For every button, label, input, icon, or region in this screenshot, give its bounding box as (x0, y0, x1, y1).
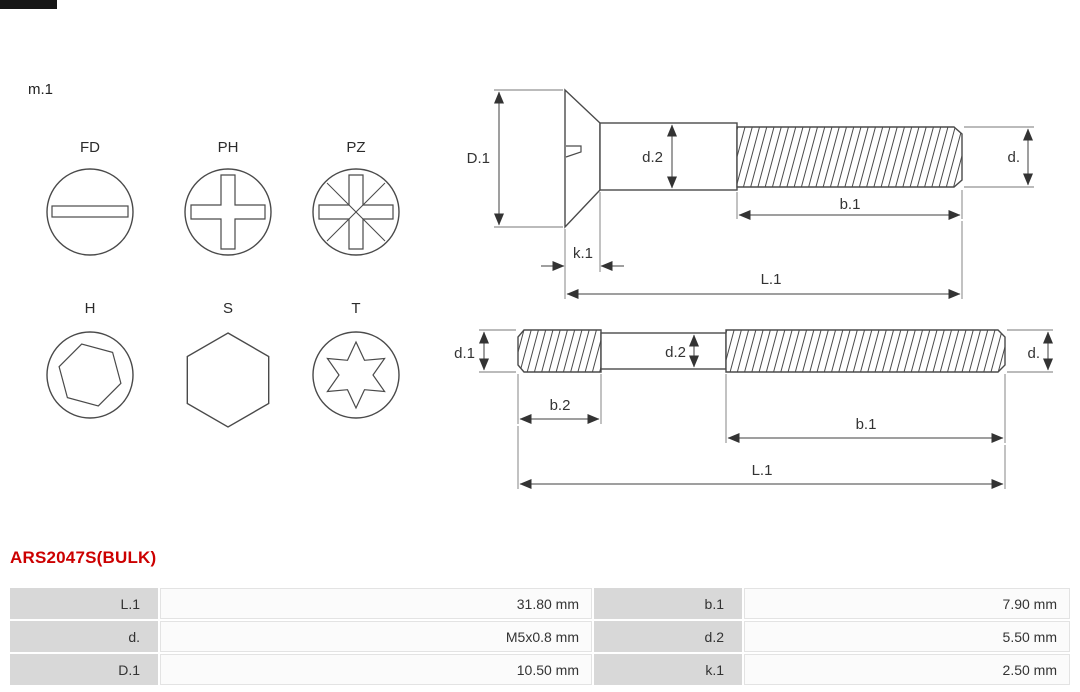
spec-row: d. M5x0.8 mm d.2 5.50 mm (10, 621, 1070, 652)
spec-value: 2.50 mm (744, 654, 1070, 685)
dim-label-bottom-d: d. (1027, 345, 1040, 362)
dim-label-top-d2: d.2 (642, 149, 663, 166)
dim-label-bottom-L1: L.1 (752, 462, 773, 479)
spec-value: 7.90 mm (744, 588, 1070, 619)
drive-icon-h: H (46, 300, 134, 419)
spec-key: k.1 (594, 654, 742, 685)
torx-icon (312, 331, 400, 419)
drive-icon-pz: PZ (312, 139, 400, 256)
drive-icon-fd-label: FD (80, 139, 100, 156)
hex-head-icon (186, 332, 270, 428)
spec-key: d.2 (594, 621, 742, 652)
drive-icon-s-label: S (223, 300, 233, 317)
spec-key: b.1 (594, 588, 742, 619)
spec-key: L.1 (10, 588, 158, 619)
drive-icon-h-label: H (85, 300, 96, 317)
dim-label-bottom-d1: d.1 (454, 345, 475, 362)
dim-label-top-D1: D.1 (467, 150, 490, 167)
dim-label-bottom-b2: b.2 (550, 397, 571, 414)
dim-label-top-k1: k.1 (573, 245, 593, 262)
spec-value: 10.50 mm (160, 654, 592, 685)
dim-label-top-b1: b.1 (840, 196, 861, 213)
spec-row: L.1 31.80 mm b.1 7.90 mm (10, 588, 1070, 619)
spec-row: D.1 10.50 mm k.1 2.50 mm (10, 654, 1070, 685)
drive-icon-t-label: T (351, 300, 360, 317)
spec-key: D.1 (10, 654, 158, 685)
countersunk-screw-drawing: D.1 d.2 d. b.1 k.1 L.1 (467, 88, 1034, 299)
drive-icon-t: T (312, 300, 400, 419)
dim-label-top-L1: L.1 (761, 271, 782, 288)
drive-icon-ph: PH (184, 139, 272, 256)
spec-value: 31.80 mm (160, 588, 592, 619)
variant-label: m.1 (28, 81, 53, 98)
technical-drawing: m.1 FD PH PZ H S T (28, 81, 1053, 489)
dim-label-top-d: d. (1007, 149, 1020, 166)
product-code: ARS2047S(BULK) (10, 548, 157, 567)
drive-icon-pz-label: PZ (346, 139, 365, 156)
browser-corner-artifact (0, 0, 57, 9)
phillips-icon (184, 168, 272, 256)
spec-key: d. (10, 621, 158, 652)
spec-value: M5x0.8 mm (160, 621, 592, 652)
spec-table: L.1 31.80 mm b.1 7.90 mm d. M5x0.8 mm d.… (8, 586, 1072, 687)
hex-socket-icon (46, 331, 134, 419)
threaded-stud-drawing: d.1 d.2 d. b.2 b.1 L.1 (454, 329, 1053, 489)
dim-label-bottom-b1: b.1 (856, 416, 877, 433)
spec-value: 5.50 mm (744, 621, 1070, 652)
drive-icon-s: S (186, 300, 270, 428)
drive-icon-fd: FD (46, 139, 134, 256)
drive-icon-ph-label: PH (218, 139, 239, 156)
flat-drive-icon (46, 168, 134, 256)
dim-label-bottom-d2: d.2 (665, 344, 686, 361)
